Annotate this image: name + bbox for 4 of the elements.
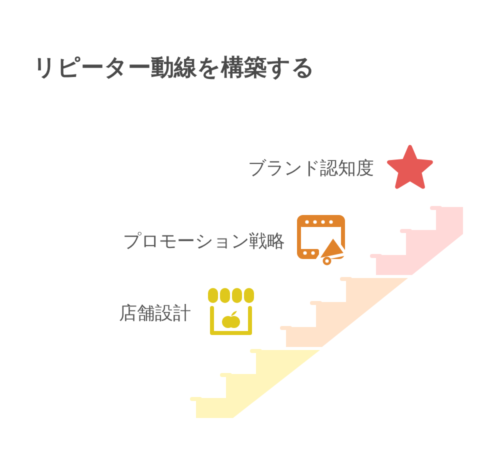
title: リピーター動線を構築する xyxy=(33,54,315,82)
step-label: ブランド認知度 xyxy=(248,157,374,181)
step-label: 店舗設計 xyxy=(119,302,191,326)
step-label: プロモーション戦略 xyxy=(123,230,285,254)
